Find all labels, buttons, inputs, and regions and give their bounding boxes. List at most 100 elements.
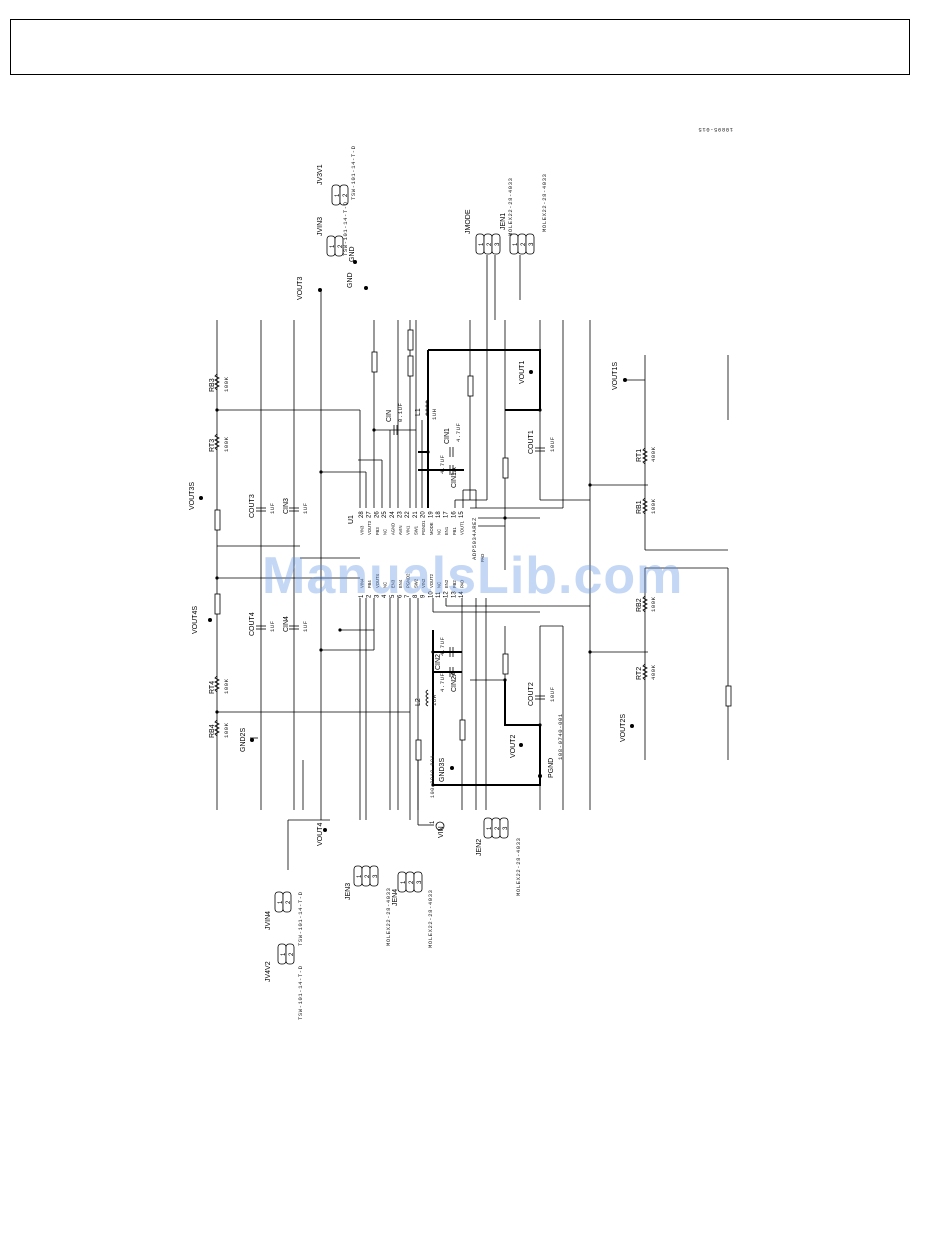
ic-pin-name: VOUT2 (429, 573, 434, 588)
svg-text:2: 2 (338, 244, 344, 248)
junctions (215, 408, 592, 787)
capacitors: COUT3 1UF CIN3 1UF COUT4 1UF CIN4 1UF CI… (249, 402, 556, 706)
svg-text:1: 1 (357, 874, 363, 878)
figure-code: 10895-015 (698, 126, 733, 133)
resistor-rt3 (214, 433, 220, 451)
resistor-rb2 (642, 595, 648, 613)
svg-text:3: 3 (373, 874, 379, 878)
inductor-l2 (425, 689, 429, 707)
ic-pin-name: SW2 (413, 578, 418, 588)
rt1-value: 400K (650, 446, 657, 462)
rb2-ref: RB2 (636, 598, 643, 612)
svg-text:2: 2 (343, 193, 349, 197)
cin2a-ref: CIN2A (451, 671, 458, 692)
resistor-rect (415, 739, 422, 761)
cin3-value: 1UF (302, 502, 309, 514)
tp-vout2s: VOUT2S (620, 714, 627, 742)
inductor-l1 (425, 399, 429, 417)
rb3-ref: RB3 (209, 378, 216, 392)
rt3-ref: RT3 (209, 439, 216, 452)
svg-text:2: 2 (521, 242, 527, 246)
ic-pin-number: 20 (421, 511, 427, 518)
jvin4-ref: JVIN4 (265, 911, 272, 930)
resistor-rect (502, 653, 509, 675)
ic-pin-name: VIN3 (360, 525, 365, 535)
l1-ref: L1 (415, 408, 422, 416)
resistor-rect (371, 351, 378, 373)
svg-text:1: 1 (401, 880, 407, 884)
cin4-ref: CIN4 (283, 616, 290, 632)
ic-pin-number: 16 (451, 511, 457, 518)
ic-pin-name: VIN1 (406, 525, 411, 535)
vin-pin: 1 (430, 820, 436, 824)
jen4-part: MOLEX22-28-4033 (427, 889, 434, 948)
cin1-ref: CIN1 (444, 428, 451, 444)
resistor-rb4 (214, 719, 220, 737)
tp-vout1s: VOUT1S (612, 362, 619, 390)
jen1-part: MOLEX22-28-4033 (507, 177, 514, 236)
ic-pin-number: 25 (382, 511, 388, 518)
resistor-rt2 (642, 663, 648, 681)
ic-pin-number: 13 (451, 591, 457, 598)
svg-text:3: 3 (417, 880, 423, 884)
ic-pin-number: 15 (459, 511, 465, 518)
jen3-ref: JEN3 (345, 883, 352, 900)
rt2-value: 400K (650, 664, 657, 680)
ic-pin-name: FB1 (452, 527, 457, 535)
cout1-ref: COUT1 (528, 430, 535, 454)
ic-pin-number: 17 (444, 511, 450, 518)
ic-pin-name: SW1 (413, 525, 418, 535)
tp-vout4: VOUT4 (317, 823, 324, 846)
ic-pin-number: 22 (405, 511, 411, 518)
rb3-value: 100K (223, 376, 230, 392)
rb1-value: 100K (650, 498, 657, 514)
resistor-rect (214, 509, 221, 531)
cout1-value: 10UF (549, 436, 556, 452)
ic-pin-name: VOUT3 (367, 520, 372, 535)
cout2-ref: COUT2 (528, 682, 535, 706)
jen2-part: MOLEX22-28-4033 (515, 837, 522, 896)
ic-pin-number: 9 (421, 594, 427, 598)
tp-pgnd: PGND (548, 758, 555, 778)
cin2a-value: 4.7UF (439, 672, 446, 692)
cin1a-ref: CIN1A (451, 467, 458, 488)
jvin3-part: TSW-101-14-T-D (342, 201, 349, 256)
ic-pin-name: FB4 (367, 580, 372, 588)
vin-part: 100-0910-801 (430, 755, 436, 798)
connector-pin-numbers: 1 2 3 1 2 3 1 2 3 1 2 3 1 2 3 1 2 1 2 1 … (278, 193, 535, 956)
ic-part: ADP5034AREZ (471, 517, 478, 560)
ic-pin-name: VIN2 (421, 578, 426, 588)
ic-pin-number: 10 (428, 591, 434, 598)
svg-text:2: 2 (409, 880, 415, 884)
resistor-rect (459, 719, 466, 741)
svg-text:1: 1 (278, 900, 284, 904)
l1-value: 1UH (431, 408, 438, 420)
rt3-value: 100K (223, 436, 230, 452)
cout2-value: 10UF (549, 686, 556, 702)
svg-text:1: 1 (330, 244, 336, 248)
ic-pin-number: 26 (374, 511, 380, 518)
cin2-ref: CIN2 (435, 654, 442, 670)
ic-pin-name: PAD (460, 580, 465, 588)
cin1-value: 4.7UF (455, 422, 462, 442)
ic-pin-name: VOUT4 (375, 573, 380, 588)
jen4-ref: JEN4 (392, 889, 399, 906)
cin4-value: 1UF (302, 620, 309, 632)
rt2-ref: RT2 (636, 667, 643, 680)
ic-pin-name: PGND2 (406, 573, 411, 588)
jvin4-part: TSW-101-14-T-D (297, 891, 304, 946)
jvin3-ref: JVIN3 (317, 217, 324, 236)
tp-gnd2s: GND2S (240, 728, 247, 752)
svg-text:3: 3 (503, 826, 509, 830)
rt1-ref: RT1 (636, 449, 643, 462)
ic-pin-number: 21 (413, 511, 419, 518)
svg-text:2: 2 (495, 826, 501, 830)
tp-vout4s: VOUT4S (192, 606, 199, 634)
l2-value: 1UH (431, 694, 438, 706)
ic-pin-number: 1 (359, 594, 365, 598)
ic-pin-name: EN2 (444, 579, 449, 588)
ic-pin-name: MODE (429, 522, 434, 535)
cin-value: 0.1UF (397, 402, 404, 422)
wire-net (216, 255, 729, 870)
pgnd-part: 108-0740-001 (557, 713, 564, 760)
